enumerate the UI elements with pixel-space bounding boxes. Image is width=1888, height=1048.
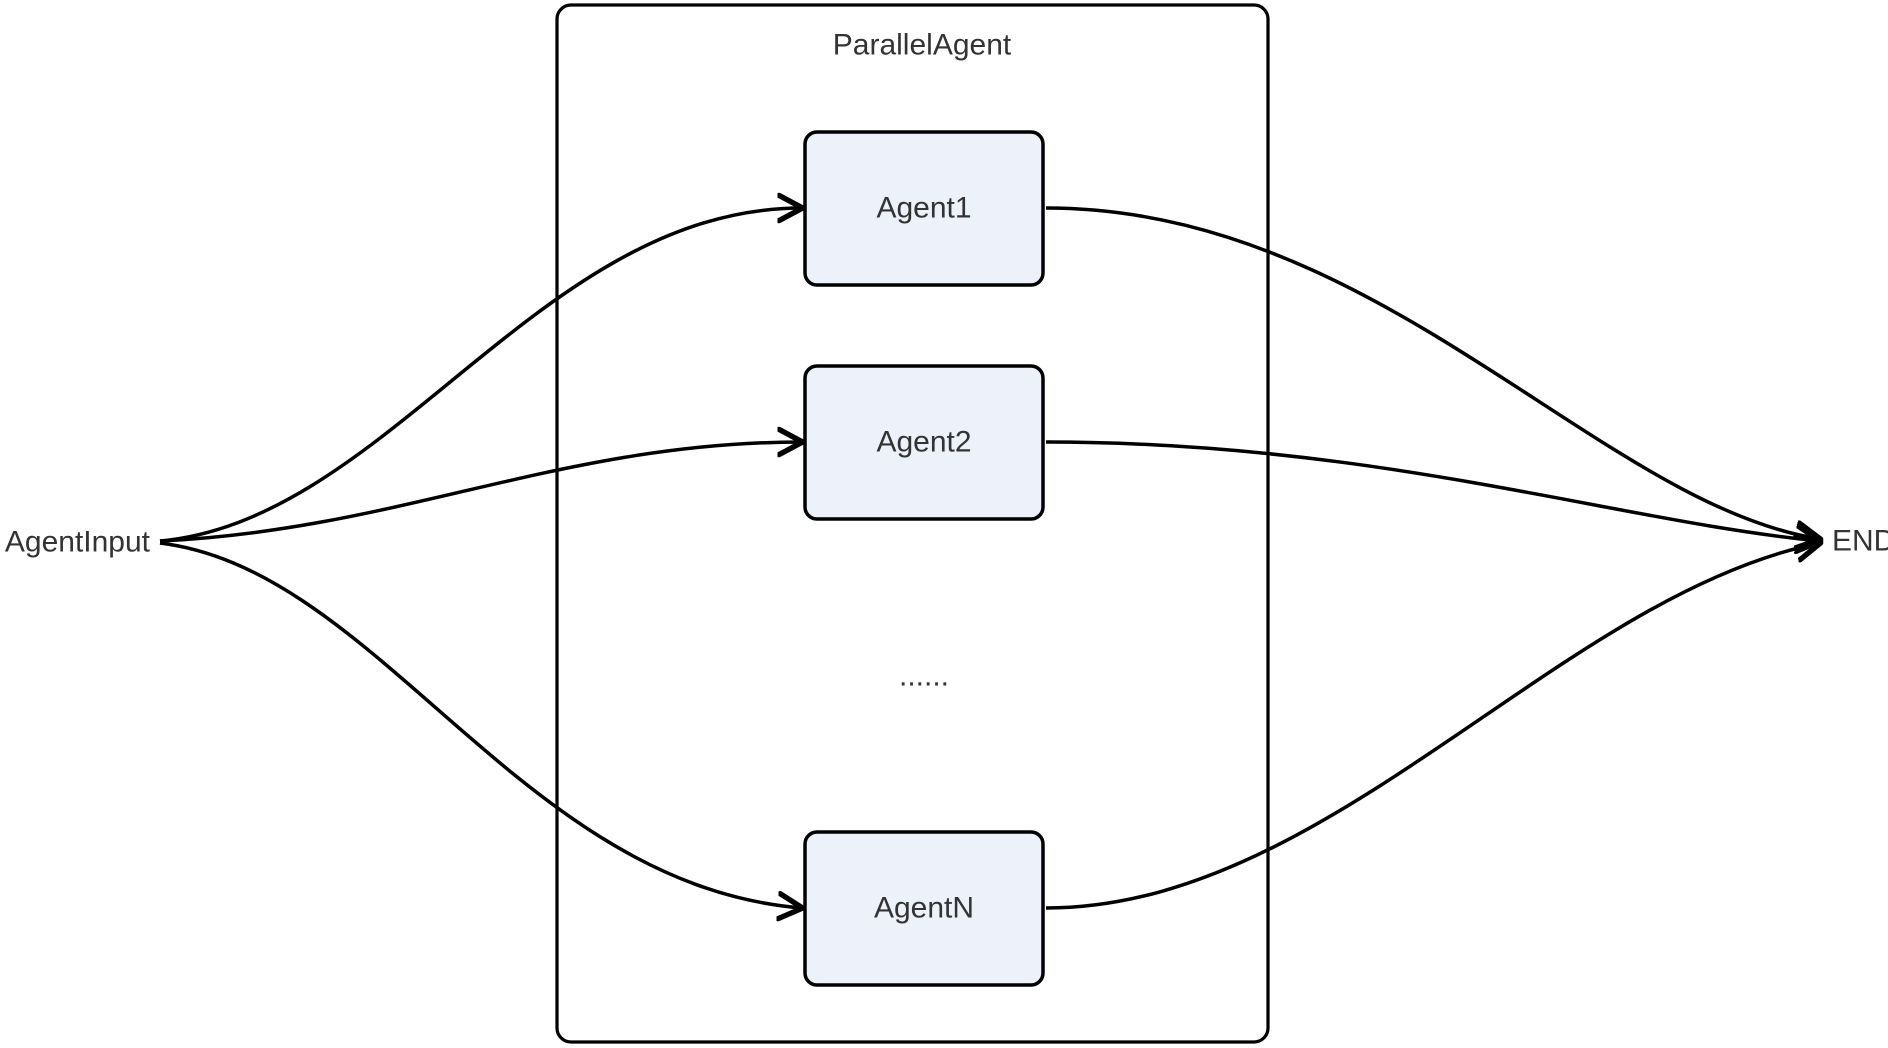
node-agent1: Agent1 <box>803 130 1045 287</box>
edge-input-to-agent1 <box>159 208 802 543</box>
edge-agent1-to-end <box>1045 206 1820 539</box>
agent2-label: Agent2 <box>876 426 971 459</box>
parallel-agent-container: ParallelAgent <box>555 3 1270 1044</box>
edge-input-to-agent2 <box>159 442 802 543</box>
agent1-label: Agent1 <box>876 192 971 225</box>
edge-input-to-agentn <box>159 541 802 908</box>
container-title: ParallelAgent <box>833 29 1012 62</box>
agentn-label: AgentN <box>874 892 974 925</box>
node-agentn: AgentN <box>803 830 1045 987</box>
agent-input-label: AgentInput <box>5 526 151 559</box>
agent2-box <box>803 364 1045 521</box>
agentn-box <box>803 830 1045 987</box>
node-agent2: Agent2 <box>803 364 1045 521</box>
agent1-box <box>803 130 1045 287</box>
ellipsis-label: ...... <box>899 660 949 693</box>
edge-agent2-to-end <box>1045 440 1820 541</box>
end-label: END <box>1832 525 1888 558</box>
edge-agentn-to-end <box>1045 543 1820 910</box>
container-border <box>555 3 1270 1044</box>
